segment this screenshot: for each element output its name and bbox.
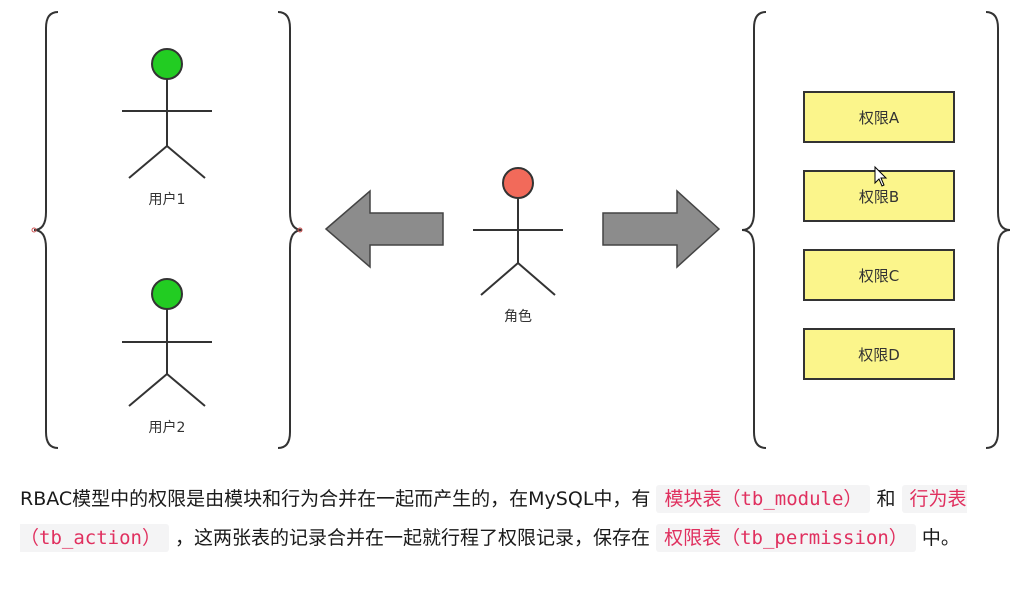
- description-paragraph: RBAC模型中的权限是由模块和行为合并在一起而产生的，在MySQL中，有 模块表…: [20, 480, 1020, 558]
- role-head: [502, 167, 534, 199]
- description-text-4: 中。: [921, 527, 960, 549]
- permission-b-label: 权限B: [859, 188, 899, 206]
- user-1-figure: 用户1: [122, 48, 212, 208]
- user-1-label: 用户1: [149, 191, 186, 208]
- code-permission-table: 权限表（tb_permission）: [656, 524, 916, 552]
- left-arrow: [324, 189, 444, 269]
- user-2-head: [151, 278, 183, 310]
- permission-c-label: 权限C: [859, 267, 899, 285]
- permission-c: 权限C: [803, 249, 955, 301]
- permission-a-label: 权限A: [859, 109, 900, 127]
- right-arrow: [602, 189, 721, 269]
- left-group-open-brace: [33, 11, 59, 449]
- right-group-close-brace: [985, 11, 1011, 449]
- permission-b: 权限B: [803, 170, 955, 222]
- role-label: 角色: [504, 308, 532, 325]
- rbac-diagram: 用户1 用户2 角色 权限A 权限B 权限C 权限D: [31, 11, 1011, 449]
- user-2-figure: 用户2: [122, 278, 212, 436]
- description-text-2: 和: [876, 488, 896, 510]
- user-1-head: [151, 48, 183, 80]
- permission-d: 权限D: [803, 328, 955, 380]
- permission-d-label: 权限D: [858, 346, 900, 364]
- right-group-open-brace: [741, 11, 767, 449]
- code-module-table: 模块表（tb_module）: [656, 485, 871, 513]
- description-text-3: ，这两张表的记录合并在一起就行程了权限记录，保存在: [175, 527, 651, 549]
- user-2-label: 用户2: [149, 419, 186, 436]
- role-figure: 角色: [473, 167, 563, 325]
- mouse-cursor-icon: [874, 165, 888, 187]
- permission-a: 权限A: [803, 91, 955, 143]
- description-text-1: RBAC模型中的权限是由模块和行为合并在一起而产生的，在MySQL中，有: [20, 488, 651, 510]
